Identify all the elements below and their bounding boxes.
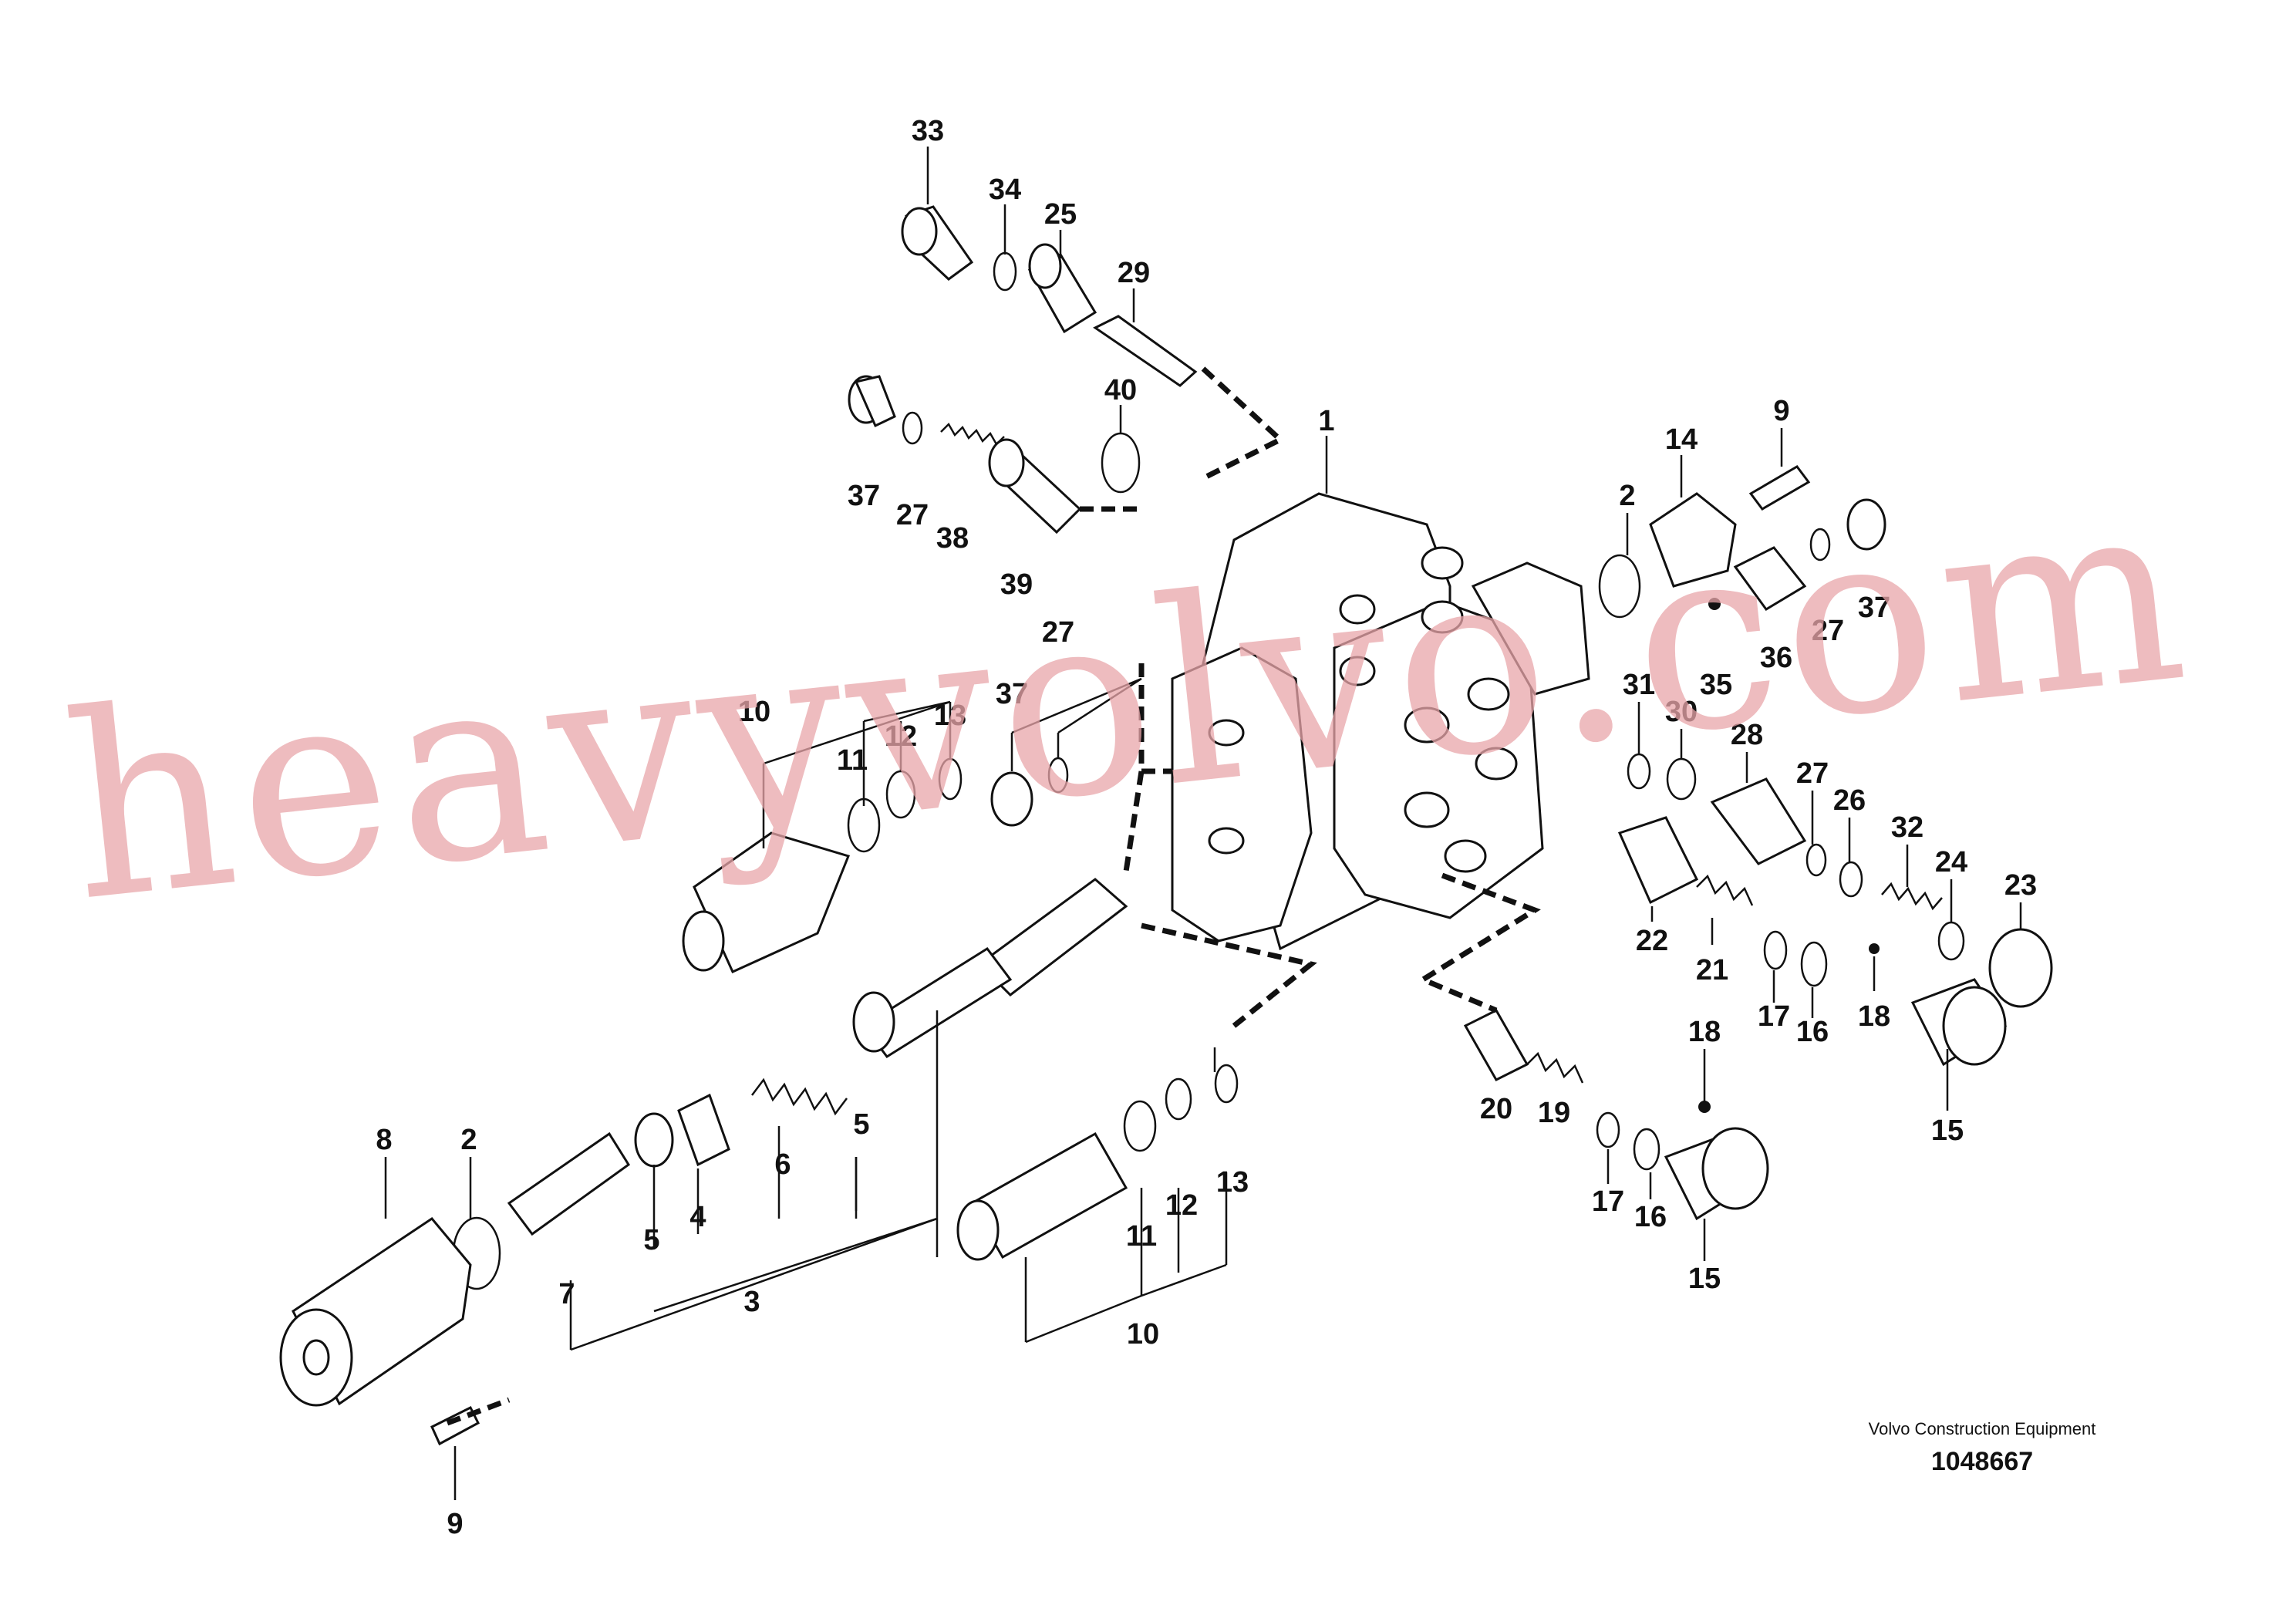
callout-33: 33 — [912, 115, 944, 147]
callout-8: 8 — [376, 1124, 392, 1156]
callout-16-right: 16 — [1796, 1016, 1829, 1048]
callout-37-upper: 37 — [848, 480, 880, 512]
callout-2-left: 2 — [460, 1124, 477, 1156]
callout-30: 30 — [1665, 696, 1698, 728]
callout-32: 32 — [1891, 811, 1923, 844]
callout-27-mid: 27 — [1042, 616, 1074, 649]
callout-27-right: 27 — [1812, 615, 1844, 647]
callout-12-upper: 12 — [885, 720, 917, 753]
leader-lines — [384, 147, 2022, 1500]
callout-28: 28 — [1731, 719, 1763, 751]
callout-25: 25 — [1044, 198, 1077, 231]
callout-9-upper: 9 — [1773, 395, 1789, 427]
callout-9-lower: 9 — [447, 1508, 463, 1540]
callout-16-lower: 16 — [1634, 1201, 1667, 1233]
callout-15-right: 15 — [1931, 1114, 1964, 1147]
part-shapes — [279, 205, 2053, 1446]
callout-10-upper: 10 — [738, 696, 770, 728]
callout-34: 34 — [989, 174, 1021, 206]
callout-11-lower: 11 — [1126, 1220, 1157, 1253]
callout-37-mid: 37 — [996, 678, 1028, 710]
document-number: 1048667 — [1930, 1447, 2034, 1476]
callout-4: 4 — [689, 1201, 706, 1233]
callout-5-lower: 5 — [643, 1224, 659, 1256]
callout-27-mid-right: 27 — [1796, 757, 1829, 790]
callout-31: 31 — [1623, 669, 1655, 701]
callout-27-upper: 27 — [896, 499, 929, 531]
callout-22: 22 — [1636, 925, 1668, 957]
valve-body — [1171, 492, 1590, 951]
callout-36: 36 — [1760, 642, 1792, 674]
callout-7: 7 — [558, 1278, 575, 1310]
callout-5-upper: 5 — [853, 1108, 869, 1141]
callout-18-lower: 18 — [1688, 1016, 1721, 1048]
callout-6: 6 — [774, 1148, 791, 1181]
callout-12-lower: 12 — [1165, 1189, 1198, 1222]
callout-21: 21 — [1696, 954, 1728, 986]
callout-13-lower: 13 — [1216, 1166, 1249, 1199]
callout-2-right: 2 — [1619, 480, 1635, 512]
callout-20: 20 — [1480, 1093, 1512, 1125]
footer-credit: Volvo Construction Equipment 1048667 — [1820, 1419, 2144, 1477]
callout-19: 19 — [1538, 1097, 1570, 1129]
company-name: Volvo Construction Equipment — [1868, 1419, 2096, 1438]
callout-3: 3 — [743, 1286, 760, 1318]
callout-14: 14 — [1665, 423, 1698, 456]
callout-17-lower: 17 — [1592, 1185, 1624, 1218]
callout-10-lower: 10 — [1127, 1318, 1159, 1351]
callout-13-upper: 13 — [934, 700, 966, 732]
callout-23: 23 — [2004, 869, 2037, 902]
callout-29: 29 — [1118, 257, 1150, 289]
dashed-paths — [446, 366, 1541, 1426]
callout-24: 24 — [1935, 846, 1967, 878]
callout-11-upper: 11 — [837, 744, 868, 777]
callout-39: 39 — [1000, 568, 1033, 601]
callout-1: 1 — [1318, 405, 1334, 437]
callout-18-right: 18 — [1858, 1000, 1890, 1033]
callout-15-lower: 15 — [1688, 1263, 1721, 1295]
callout-40: 40 — [1104, 374, 1137, 406]
callout-37-right: 37 — [1858, 592, 1890, 624]
callout-labels: 33 34 25 29 40 1 37 27 38 39 2 14 9 27 3… — [376, 115, 2037, 1540]
callout-35: 35 — [1700, 669, 1732, 701]
callout-38: 38 — [936, 522, 969, 555]
callout-26: 26 — [1833, 784, 1866, 817]
callout-17-right: 17 — [1758, 1000, 1790, 1033]
